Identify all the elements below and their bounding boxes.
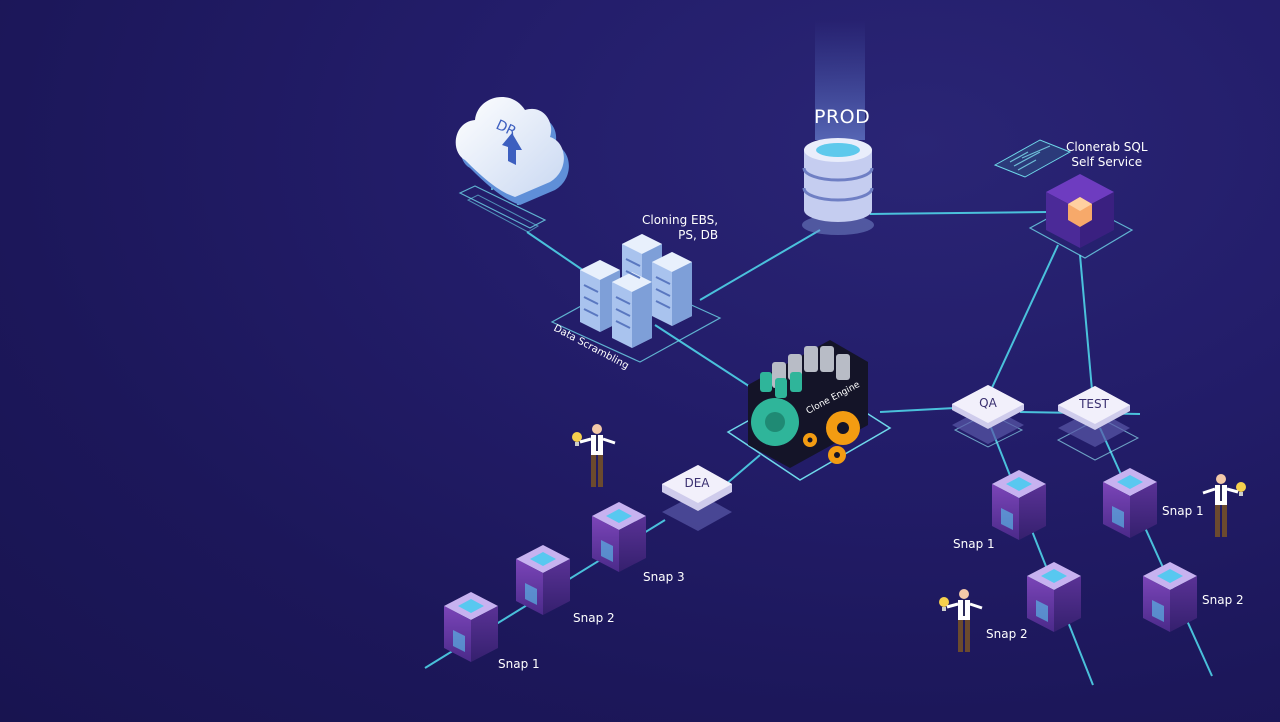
line-servers-engine — [654, 324, 756, 391]
snap-cubes — [444, 468, 1197, 662]
qa-snap-label: Snap 2 — [986, 627, 1028, 641]
line-servers-prod — [699, 229, 821, 301]
line-qa-chain — [989, 424, 1094, 686]
snap-cube — [444, 592, 498, 662]
dea-node — [662, 465, 732, 531]
line-clonerab-qa — [989, 244, 1059, 393]
snap-cube — [592, 502, 646, 572]
line-prod-clonerab — [869, 211, 1049, 215]
snap-cube — [1143, 562, 1197, 632]
test-node — [1056, 386, 1140, 461]
dea-label: DEA — [684, 476, 710, 490]
person-icon — [1202, 474, 1246, 537]
clonerab-sql-icon — [993, 139, 1134, 259]
cloning-label: Cloning EBS, PS, DB — [642, 213, 719, 242]
prod-database-icon — [802, 20, 874, 235]
dea-snap-label: Snap 2 — [573, 611, 615, 625]
qa-label: QA — [979, 396, 997, 410]
snap-cube — [1103, 468, 1157, 538]
line-dr-servers — [526, 231, 591, 276]
dea-snap-label: Snap 3 — [643, 570, 685, 584]
server-cluster-icon — [550, 234, 722, 363]
clonerab-label: Clonerab SQL Self Service — [1066, 140, 1148, 169]
qa-snap-label: Snap 1 — [953, 537, 995, 551]
person-icon — [572, 424, 616, 487]
prod-label: PROD — [814, 106, 871, 128]
snap-cube — [1027, 562, 1081, 632]
line-test-chain — [1099, 427, 1213, 677]
snap-cube — [992, 470, 1046, 540]
line-engine-dea — [724, 454, 761, 486]
line-clonerab-test — [1079, 254, 1093, 391]
snap-cube — [516, 545, 570, 615]
dr-label: DR — [493, 117, 519, 140]
dr-cloud-icon — [455, 96, 569, 233]
qa-node — [952, 385, 1024, 448]
dea-snap-label: Snap 1 — [498, 657, 540, 671]
test-label: TEST — [1079, 397, 1109, 411]
person-icon — [939, 589, 983, 652]
line-engine-qa — [879, 407, 956, 413]
test-snap-label: Snap 1 — [1162, 504, 1204, 518]
test-snap-label: Snap 2 — [1202, 593, 1244, 607]
clone-engine-icon — [726, 340, 892, 481]
